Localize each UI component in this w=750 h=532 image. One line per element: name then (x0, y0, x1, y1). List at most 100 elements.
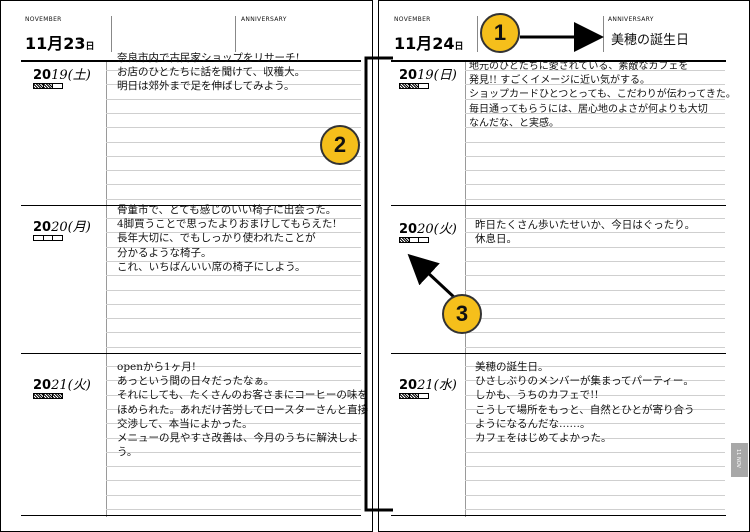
ruled-lines (465, 0, 725, 530)
ruled-line (106, 127, 361, 128)
weather-boxes (399, 237, 429, 243)
ruled-line (106, 184, 361, 185)
ruled-line (465, 480, 725, 481)
ruled-line (106, 304, 361, 305)
anniversary-label: ANNIVERSARY (241, 16, 287, 23)
ruled-line (465, 99, 725, 100)
ruled-line (465, 318, 725, 319)
ruled-line (106, 142, 361, 143)
entry-text: 骨董市で、とても感じのいい椅子に出会った。 4脚買うことで思ったよりおまけしても… (117, 204, 337, 273)
ruled-line (106, 480, 361, 481)
entry-text: openから1ヶ月! あっという間の日々だったなぁ。 それにしても、たくさんのお… (117, 361, 369, 459)
ruled-line (465, 247, 725, 248)
weather-box (43, 84, 54, 88)
ruled-line (106, 247, 361, 248)
ruled-line (106, 466, 361, 467)
section-rule (21, 205, 361, 206)
anniversary-label: ANNIVERSARY (608, 16, 654, 23)
ruled-line (465, 84, 725, 85)
entry-year: 2021(水) (399, 378, 457, 393)
ruled-line (106, 347, 361, 348)
section-rule (391, 353, 726, 354)
ruled-line (465, 127, 725, 128)
ruled-line (465, 423, 725, 424)
ruled-line (106, 232, 361, 233)
entry-text: 地元のひとたちに愛されている、素敵なカフェを 発見!! すごくイメージに近い気が… (469, 61, 736, 129)
ruled-line (106, 318, 361, 319)
ruled-line (106, 452, 361, 453)
ruled-line (465, 113, 725, 114)
ruled-line (106, 261, 361, 262)
ruled-line (465, 199, 725, 200)
section-rule (21, 353, 361, 354)
weather-box (409, 394, 420, 398)
ruled-line (106, 438, 361, 439)
ruled-line (465, 347, 725, 348)
ruled-line (465, 275, 725, 276)
ruled-line (106, 509, 361, 510)
callout-3-arrow (407, 253, 457, 300)
month-label: NOVEMBER (394, 16, 431, 23)
section-rule (391, 515, 726, 516)
header-divider (235, 16, 236, 52)
ruled-line (465, 184, 725, 185)
left-page: NOVEMBER 11月23日 ANNIVERSARY 2019(土) 奈良市内… (1, 0, 372, 530)
ruled-line (465, 218, 725, 219)
ruled-line (465, 304, 725, 305)
ruled-line (465, 261, 725, 262)
ruled-lines (106, 0, 361, 530)
entry-year: 2020(月) (33, 220, 91, 235)
ruled-line (465, 366, 725, 367)
section-rule (391, 205, 726, 206)
ruled-line (106, 409, 361, 410)
ruled-line (106, 380, 361, 381)
weather-box (53, 394, 63, 398)
right-page-header: NOVEMBER 11月24日 ANNIVERSARY 美穂の誕生日 (379, 10, 729, 62)
entry-year: 2020(火) (399, 222, 457, 237)
ruled-line (465, 142, 725, 143)
ruled-line (106, 218, 361, 219)
ruled-line (106, 366, 361, 367)
ruled-line (465, 332, 725, 333)
weather-boxes (33, 83, 63, 89)
weather-box (400, 238, 410, 242)
column-divider (465, 62, 466, 517)
ruled-line (106, 395, 361, 396)
ruled-line (465, 380, 725, 381)
ruled-line (106, 156, 361, 157)
weather-box (44, 236, 54, 240)
month-label: NOVEMBER (25, 16, 62, 23)
ruled-line (465, 509, 725, 510)
section-rule (21, 515, 361, 516)
weather-box (34, 236, 44, 240)
ruled-line (465, 156, 725, 157)
ruled-line (106, 113, 361, 114)
weather-box (409, 84, 420, 88)
header-rule (21, 60, 361, 62)
weather-box (34, 394, 44, 398)
callout-badge-1: 1 (480, 13, 520, 53)
ruled-line (465, 409, 725, 410)
ruled-line (106, 275, 361, 276)
entry-year: 2019(土) (33, 68, 91, 83)
weather-box (400, 394, 410, 398)
ruled-line (106, 99, 361, 100)
weather-boxes (33, 393, 63, 399)
ruled-line (106, 199, 361, 200)
anniversary-text: 美穂の誕生日 (611, 33, 690, 48)
right-page: NOVEMBER 11月24日 ANNIVERSARY 美穂の誕生日 2019(… (379, 0, 747, 530)
ruled-line (106, 290, 361, 291)
ruled-line (465, 70, 725, 71)
entry-year: 2019(日) (399, 68, 457, 83)
entry-year: 2021(火) (33, 378, 91, 393)
callout-badge-3: 3 (442, 294, 482, 334)
ruled-line (106, 170, 361, 171)
weather-boxes (399, 393, 429, 399)
date-label: 11月24日 (394, 34, 464, 53)
ruled-line (106, 70, 361, 71)
month-index-tab[interactable]: 11 NOV (731, 443, 748, 477)
entry-text: 昨日たくさん歩いたせいか、今日はぐったり。 休息日。 (475, 219, 696, 246)
callout-badge-2: 2 (320, 125, 360, 165)
weather-box (400, 84, 410, 88)
